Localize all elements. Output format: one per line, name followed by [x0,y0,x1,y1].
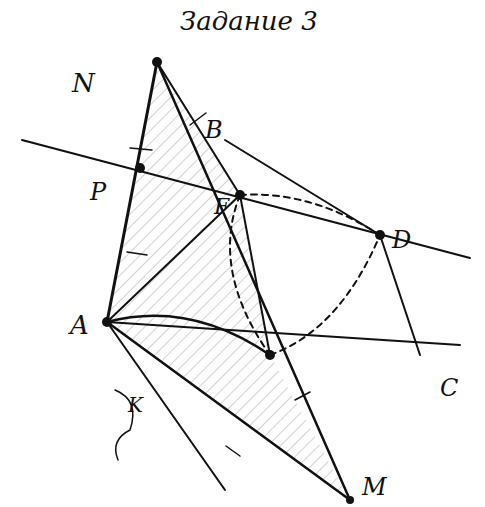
point-dots [102,57,385,504]
point-label: D [392,228,411,252]
hatched-section [107,62,350,500]
point-label: F [214,196,229,218]
point-label: P [90,180,106,204]
task-title: Задание 3 [180,8,318,34]
point-label: B [205,118,223,142]
point-label: C [440,376,458,400]
point-label: A [70,312,89,338]
figure-lines [22,62,470,500]
point-label: K [128,395,143,415]
point-label: N [72,70,95,96]
point-label: M [362,475,387,499]
